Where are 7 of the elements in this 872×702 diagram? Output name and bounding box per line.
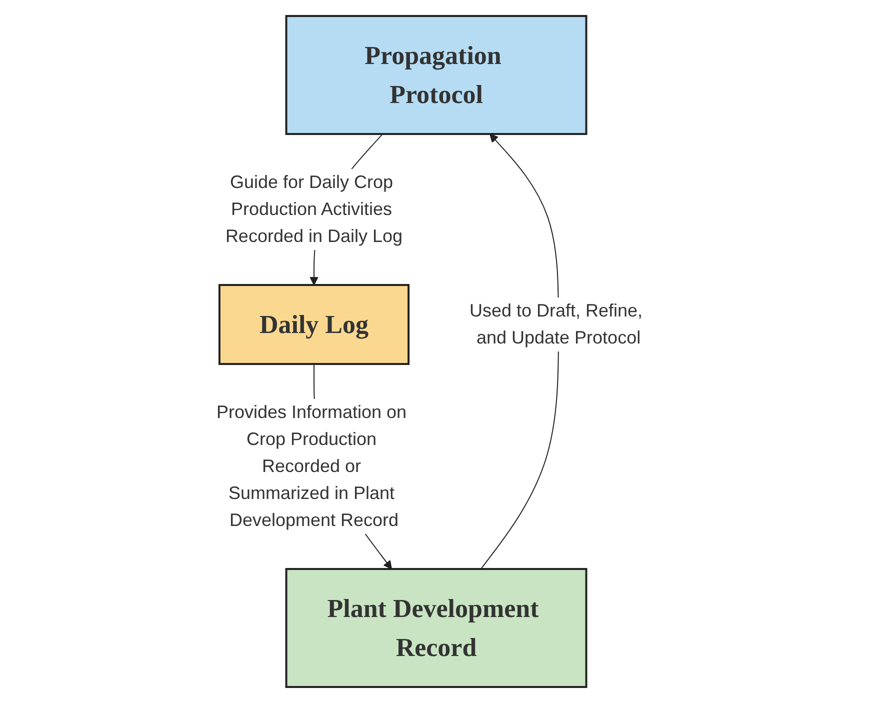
edge-label: Provides Information on Crop Production Recorded or Summarized in Plant Development Record <box>216 401 406 530</box>
node-box: Propagation Protocol <box>285 14 587 134</box>
edge-label: Guide for Daily Crop Production Activities Recorded in Daily Log <box>225 171 402 246</box>
edge-label: Used to Draft, Refine, and Update Protocol <box>469 300 642 347</box>
arrow <box>480 133 559 569</box>
node-box: Daily Log <box>218 284 410 364</box>
node-box: Plant Development Record <box>285 567 587 688</box>
